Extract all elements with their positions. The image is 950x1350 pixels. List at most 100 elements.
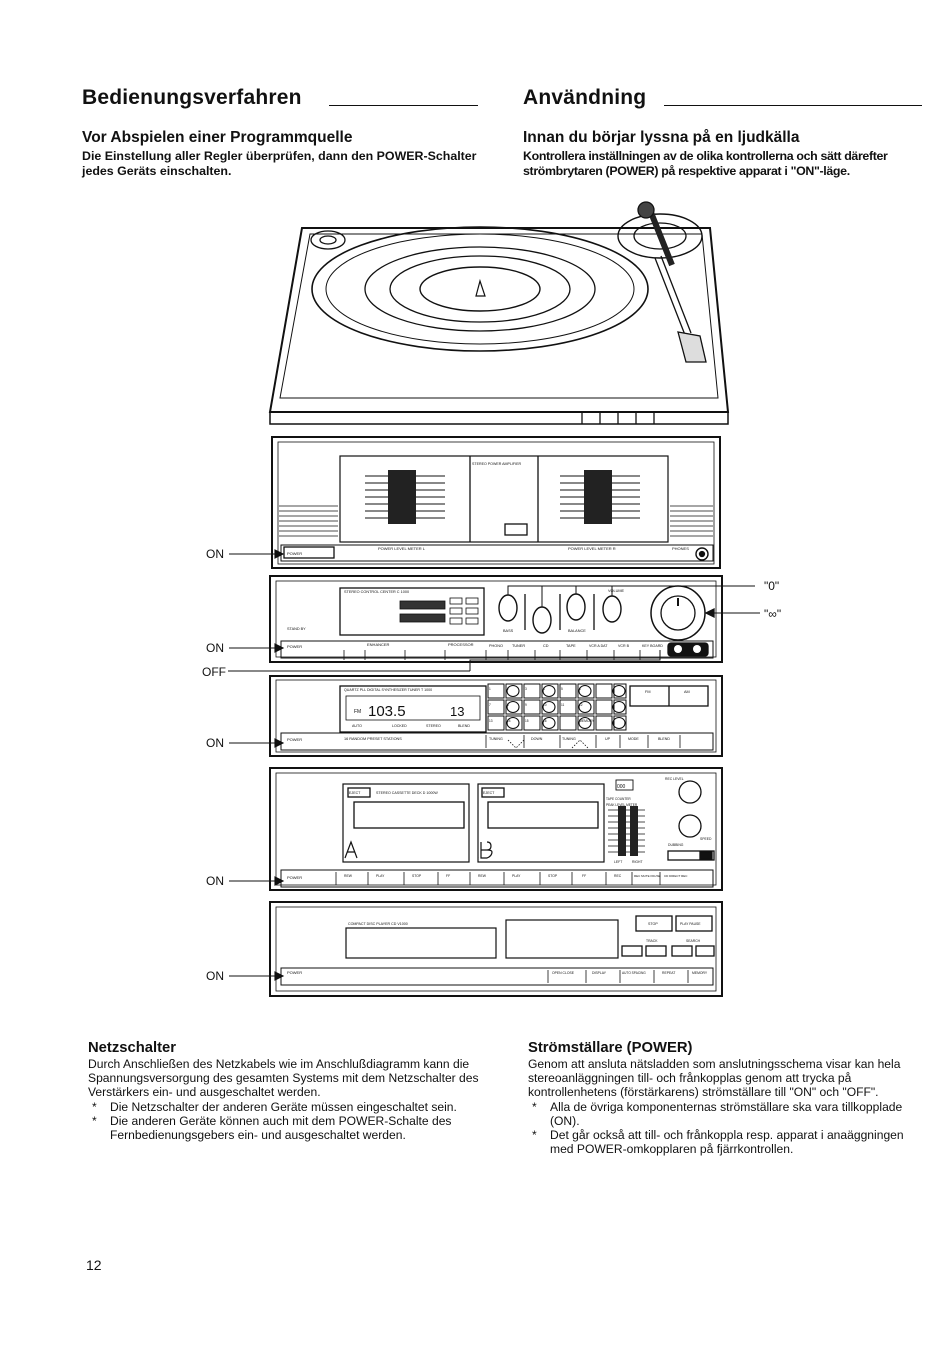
preset-13: 13 (489, 719, 493, 723)
preset-14: 14 (507, 719, 511, 723)
cassette-deck (269, 767, 723, 891)
cassette-peak-meter: PEAK LEVEL METER (606, 803, 638, 807)
control-on-label: ON (206, 641, 224, 655)
cassette-btn-stop-a: STOP (412, 874, 422, 878)
control-enhancer-text: ENHANCER (367, 642, 390, 647)
preset-15: 15 (525, 719, 529, 723)
cassette-on-label: ON (206, 874, 224, 888)
bullet-mark: * (532, 1099, 537, 1114)
left-title-rule (329, 105, 478, 106)
amp-phones-text: PHONES (672, 546, 689, 551)
cassette-counter: 000 (617, 784, 626, 790)
cassette-btn-ff-a: FF (446, 874, 450, 878)
tuner-on-label: ON (206, 736, 224, 750)
preset-3: 3 (525, 687, 527, 691)
page-number: 12 (86, 1257, 102, 1273)
bullet-mark: * (92, 1113, 97, 1128)
cassette-deck-b: B (478, 857, 479, 859)
preset-1: 1 (489, 687, 491, 691)
cassette-right: RIGHT (632, 860, 643, 864)
left-subtitle: Vor Abspielen einer Programmquelle (82, 129, 353, 146)
control-input-tape: TAPE (566, 644, 576, 648)
cd-on-label: ON (206, 969, 224, 983)
right-title-rule (664, 105, 922, 106)
cassette-btn-rec: REC (614, 874, 622, 878)
control-power-text: POWER (287, 644, 302, 649)
control-input-vcr-b: VCR B (618, 644, 630, 648)
tuner-am-text: AM (684, 690, 690, 694)
right-section2-body: Genom att ansluta nätsladden som anslutn… (528, 1057, 901, 1100)
tuner-down-text: DOWN (531, 737, 543, 741)
cd-track-text: TRACK (646, 939, 658, 943)
tuner-band-text: FM (354, 709, 361, 715)
cd-btn-auto-spacing: AUTO SPACING (622, 971, 646, 975)
preset-9: 9 (525, 703, 527, 707)
cassette-btn-play-b: PLAY (512, 874, 521, 878)
tuner-up-text: UP (605, 737, 611, 741)
cd-search-text: SEARCH (686, 939, 701, 943)
cassette-btn-cd-direct: CD DIRECT REC (664, 874, 688, 878)
power-amplifier (271, 436, 721, 569)
amp-meter-l-text: POWER LEVEL METER L (378, 546, 426, 551)
cassette-tape-counter: TAPE COUNTER (606, 797, 631, 801)
cassette-eject-a: EJECT (349, 791, 361, 795)
tuner-blend-btn-text: BLEND (658, 737, 670, 741)
cassette-dubbing: DUBBING (668, 843, 684, 847)
tuner-fm-text: FM (645, 690, 650, 694)
tuner-preset-readout: 13 (450, 704, 464, 719)
tuner-frequency-readout: 103.5 (368, 703, 406, 720)
left-section2-title: Netzschalter (88, 1040, 176, 1056)
control-input-vcr-a: VCR A DAT (589, 644, 608, 648)
right-lead: Kontrollera inställningen av de olika ko… (523, 149, 888, 178)
control-center (269, 575, 760, 663)
tuner-model-text: QUARTZ PLL DIGITAL SYNTHESIZER TUNER T 1… (344, 688, 432, 692)
control-input-keyboard: KEY BOARD (642, 644, 663, 648)
cassette-power-text: POWER (287, 875, 302, 880)
preset-10: 10 (543, 703, 547, 707)
control-processor-text: PROCESSOR (448, 642, 474, 647)
right-subtitle: Innan du börjar lyssna på en ljudkälla (523, 129, 800, 146)
cassette-eject-b: EJECT (483, 791, 495, 795)
cd-btn-display: DISPLAY (592, 971, 607, 975)
left-section2-body: Durch Anschließen des Netzkabels wie im … (88, 1057, 479, 1100)
cd-play-pause-text: PLAY PAUSE (680, 922, 701, 926)
amp-on-label: ON (206, 547, 224, 561)
preset-11: 11 (561, 703, 565, 707)
cd-stop-text: STOP (648, 922, 658, 926)
cassette-speed: SPEED (700, 837, 712, 841)
right-bullet-1-text: Alla de övriga komponenternas strömställ… (550, 1099, 903, 1128)
tuner-memory-text: MEMORY (579, 719, 595, 723)
tuner-locked-text: LOCKED (392, 724, 407, 728)
control-model-text: STEREO CONTROL CENTER C 1000 (344, 590, 409, 594)
bullet-mark: * (532, 1128, 537, 1143)
preset-12: 12 (579, 703, 583, 707)
cd-btn-repeat: REPEAT (662, 971, 675, 975)
left-bullet-2-text: Die anderen Geräte können auch mit dem P… (110, 1113, 452, 1143)
amp-power-text: POWER (287, 551, 302, 556)
left-section2: Durch Anschließen des Netzkabels wie im … (88, 1057, 486, 1142)
control-balance-text: BALANCE (568, 629, 586, 633)
left-title: Bedienungsverfahren (82, 86, 302, 109)
tuner-tuning-up-text: TUNING (562, 737, 576, 741)
right-section2-title: Strömställare (POWER) (528, 1040, 693, 1056)
turntable (268, 201, 730, 425)
knob-inf-label: "∞" (764, 607, 781, 621)
control-input-tuner: TUNER (512, 644, 525, 648)
control-input-cd: CD (543, 644, 549, 648)
cd-btn-memory: MEMORY (692, 971, 708, 975)
tuner-stereo-text: STEREO (426, 724, 441, 728)
cd-player (269, 901, 723, 997)
cd-btn-open-close: OPEN CLOSE (552, 971, 575, 975)
cassette-btn-stop-b: STOP (548, 874, 558, 878)
right-title: Användning (523, 86, 647, 109)
control-volume-text: VOLUME (608, 589, 625, 593)
preset-7: 7 (489, 703, 491, 707)
power-arrows (228, 549, 661, 981)
cd-power-text: POWER (287, 970, 302, 975)
right-bullet-2: * Det går också att till- och frånkoppla… (528, 1128, 926, 1156)
cassette-deck-a: A (343, 856, 344, 859)
cassette-btn-rec-mute: REC MUTE PAUSE (634, 874, 660, 878)
preset-2: 2 (507, 687, 509, 691)
bullet-mark: * (92, 1099, 97, 1114)
preset-16: 16 (543, 719, 547, 723)
